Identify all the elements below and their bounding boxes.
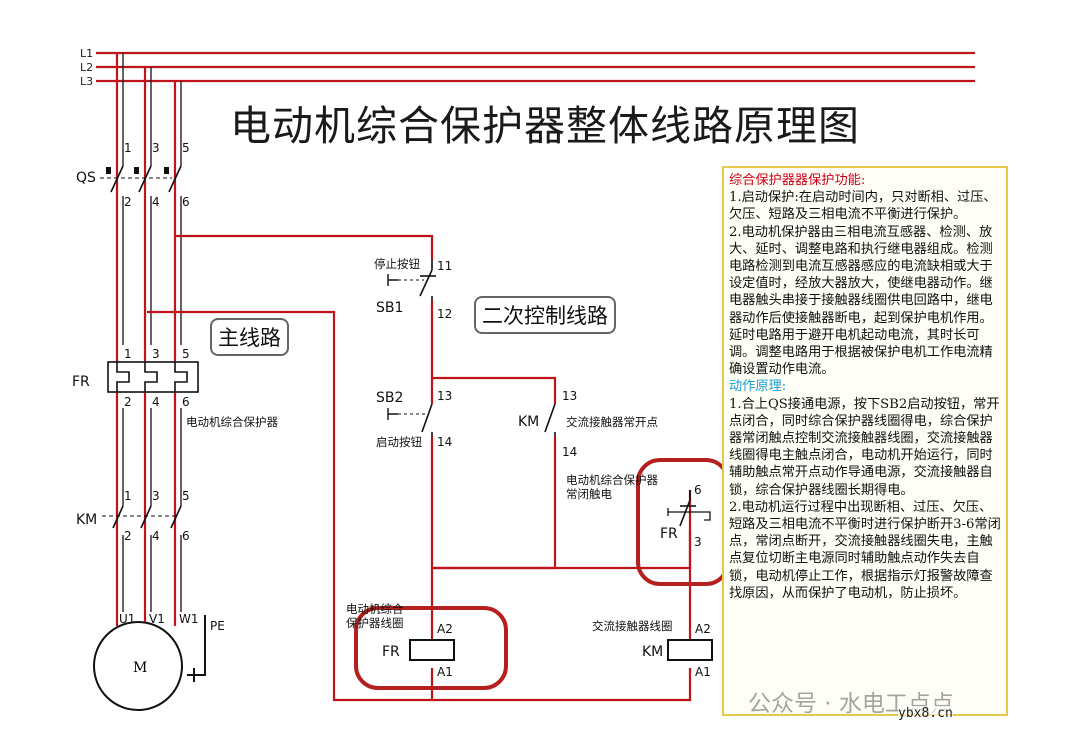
km-t5: 5 <box>182 489 190 503</box>
fr-label: FR <box>72 374 90 390</box>
main-circuit-wires <box>115 53 182 612</box>
fr-nc-name-2: 常闭触电 <box>566 487 612 501</box>
phase-label-l1: L1 <box>80 47 93 60</box>
km-main-contacts <box>102 505 182 529</box>
km-coil-a2: A2 <box>695 622 711 636</box>
km-t1: 1 <box>124 489 132 503</box>
fr-element <box>107 361 199 393</box>
motor: M <box>93 612 183 711</box>
fr-coil-label: FR <box>382 644 400 660</box>
fr-coil-a1: A1 <box>437 665 453 679</box>
fr-t4: 4 <box>152 395 160 409</box>
pe-ground <box>187 615 206 682</box>
notes-paragraph-2: 2.电动机保护器由三相电流互感器、检测、放大、延时、调整电路和执行继电器组成。检… <box>729 224 993 378</box>
control-circuit-label: 二次控制线路 <box>474 296 616 334</box>
fr-name: 电动机综合保护器 <box>186 415 278 429</box>
notes-panel: 综合保护器器保护功能: 1.启动保护:在启动时间内，只对断相、过压、欠压、短路及… <box>722 166 1008 716</box>
motor-u1: U1 <box>119 612 135 626</box>
km-aux-name: 交流接触器常开点 <box>566 415 658 429</box>
fr-contact-t3: 3 <box>694 535 702 549</box>
component-labels: QS FR KM SB1 SB2 KM FR FR KM <box>72 170 678 660</box>
sb2-t13: 13 <box>437 389 452 403</box>
fr-contact-t6: 6 <box>694 483 702 497</box>
fr-coil-name-2: 保护器线圈 <box>346 616 404 630</box>
km-aux-t13: 13 <box>562 389 577 403</box>
km-coil-a1: A1 <box>695 665 711 679</box>
km-coil <box>667 639 713 661</box>
qs-t1: 1 <box>124 141 132 155</box>
fr-coil-name-1: 电动机综合 <box>346 602 404 616</box>
fr-t5: 5 <box>182 347 190 361</box>
start-button-label: 启动按钮 <box>376 435 422 449</box>
chinese-labels: 电动机综合保护器 停止按钮 启动按钮 交流接触器常开点 电动机综合保护器 常闭触… <box>186 257 673 633</box>
qs-t6: 6 <box>182 195 190 209</box>
notes-paragraph-4: 2.电动机运行过程中出现断相、过压、欠压、短路及三相电流不平衡时进行保护断开3-… <box>729 499 1001 601</box>
sb2-label: SB2 <box>376 390 403 406</box>
page-title: 电动机综合保护器整体线路原理图 <box>230 102 860 150</box>
notes-heading-principle: 动作原理: <box>729 379 787 395</box>
km-aux-contact <box>544 403 556 436</box>
km-t4: 4 <box>152 529 160 543</box>
km-aux-t14: 14 <box>562 445 577 459</box>
km-t6: 6 <box>182 529 190 543</box>
fr-contact-label: FR <box>660 526 678 542</box>
fr-coil-a2: A2 <box>437 622 453 636</box>
km-coil-name: 交流接触器线圈 <box>592 619 673 633</box>
km-label: KM <box>76 512 97 528</box>
sb2-start-button <box>387 403 433 436</box>
qs-t5: 5 <box>182 141 190 155</box>
site-mark: ybx8.cn <box>898 706 953 721</box>
km-coil-label: KM <box>642 644 663 660</box>
km-t3: 3 <box>152 489 160 503</box>
motor-w1: W1 <box>179 612 199 626</box>
qs-switch <box>100 165 182 193</box>
pe-label: PE <box>210 619 225 633</box>
qs-handles <box>106 167 169 174</box>
fr-coil <box>409 639 455 661</box>
fr-t6: 6 <box>182 395 190 409</box>
notes-paragraph-1: 1.启动保护:在启动时间内，只对断相、过压、欠压、短路及三相电流不平衡进行保护。 <box>729 190 997 223</box>
fr-t2: 2 <box>124 395 132 409</box>
phase-labels: L1 L2 L3 <box>80 47 93 88</box>
qs-label: QS <box>76 170 96 186</box>
km-t2: 2 <box>124 529 132 543</box>
sb2-t14: 14 <box>437 435 452 449</box>
notes-heading-protection: 综合保护器器保护功能: <box>729 173 866 188</box>
sb1-t11: 11 <box>437 259 452 273</box>
sb1-stop-button <box>387 260 436 300</box>
terminal-labels: 1 3 5 2 4 6 1 3 5 2 4 6 1 3 5 2 4 6 U1 V… <box>119 141 711 679</box>
qs-t4: 4 <box>152 195 160 209</box>
fr-nc-name-1: 电动机综合保护器 <box>566 473 658 487</box>
fr-coil-highlight <box>354 606 508 690</box>
phase-label-l3: L3 <box>80 75 93 88</box>
fr-t1: 1 <box>124 347 132 361</box>
sb1-label: SB1 <box>376 300 403 316</box>
motor-label: M <box>133 660 147 676</box>
fr-t3: 3 <box>152 347 160 361</box>
notes-paragraph-3: 1.合上QS接通电源，按下SB2启动按钮，常开点闭合，同时综合保护器线圈得电，综… <box>729 396 1000 498</box>
qs-t3: 3 <box>152 141 160 155</box>
qs-t2: 2 <box>124 195 132 209</box>
stop-button-label: 停止按钮 <box>374 257 420 271</box>
km-aux-label: KM <box>518 414 539 430</box>
sb1-t12: 12 <box>437 307 452 321</box>
phase-label-l2: L2 <box>80 61 93 74</box>
fr-nc-contact <box>667 490 711 527</box>
main-circuit-label: 主线路 <box>210 318 289 356</box>
motor-v1: V1 <box>149 612 165 626</box>
phase-bus <box>96 51 975 83</box>
